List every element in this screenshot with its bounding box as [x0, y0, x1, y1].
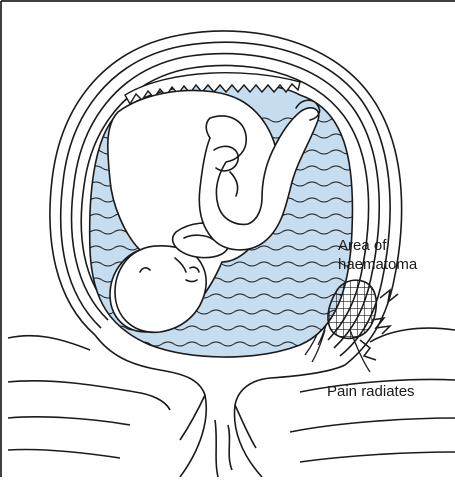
pain-radiates-label: Pain radiates — [327, 382, 415, 401]
haematoma-label-line2: haematoma — [338, 255, 417, 274]
haematoma-label-line1: Area of — [338, 236, 417, 255]
haematoma-label: Area of haematoma — [338, 236, 417, 274]
